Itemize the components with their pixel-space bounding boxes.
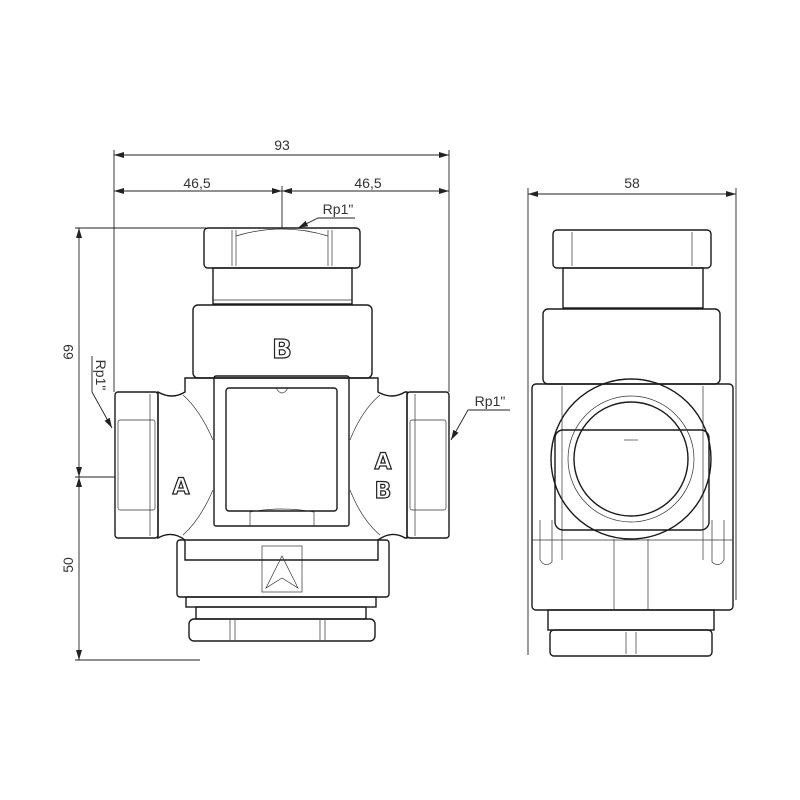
valve-front-view: B A A B [114,227,450,642]
port-marking-ab-b: B [375,479,392,504]
dimension-50-label: 50 [60,557,76,573]
dimension-69-label: 69 [60,344,76,360]
port-marking-b: B [272,335,292,365]
thread-label-right: Rp1" [475,393,506,409]
thread-label-top: Rp1" [323,201,354,217]
manufacturer-logo-icon [261,545,303,593]
dimension-half-right-label: 46,5 [354,175,381,191]
side-dimensions: 58 [527,175,737,655]
dimension-93-label: 93 [274,137,290,153]
valve-side-view [531,229,734,657]
thread-label-left: Rp1" [93,360,109,391]
port-opening-icon [550,378,712,540]
front-dimensions: 93 46,5 46,5 69 50 Rp1" Rp1" Rp1" [60,137,510,661]
dimension-58-label: 58 [624,175,640,191]
dimension-half-left-label: 46,5 [183,175,210,191]
port-marking-a-left: A [172,475,189,500]
port-marking-ab-a: A [374,450,391,475]
